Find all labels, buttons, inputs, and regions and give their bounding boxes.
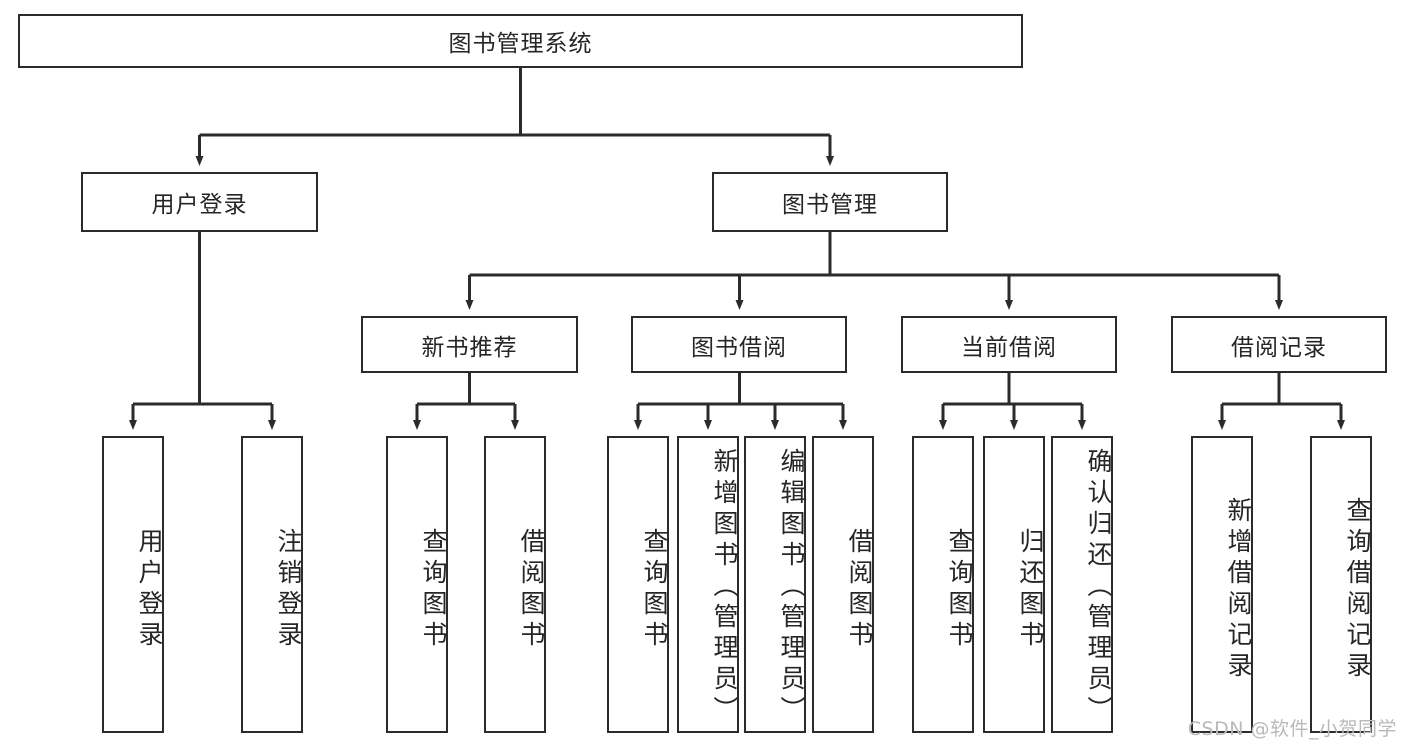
leaf-borrow-book[interactable]: 借阅图书 (812, 436, 874, 733)
node-user-login-label: 用户登录 (151, 192, 248, 218)
leaf-label: 查询借阅记录 (1343, 496, 1372, 683)
node-book-management[interactable]: 图书管理 (712, 172, 948, 232)
leaf-user-logout[interactable]: 注销登录 (241, 436, 303, 733)
leaf-label: 查询图书 (945, 527, 974, 652)
watermark: CSDN @软件_小贺同学 (1187, 718, 1397, 740)
leaf-label: 新增借阅记录 (1224, 496, 1253, 683)
leaf-borrow-book-recommend[interactable]: 借阅图书 (484, 436, 546, 733)
leaf-label: 用户登录 (135, 527, 164, 652)
leaf-label: 查询图书 (640, 527, 669, 652)
node-new-book-recommend-label: 新书推荐 (421, 334, 518, 361)
node-root[interactable]: 图书管理系统 (18, 14, 1023, 68)
node-book-borrow[interactable]: 图书借阅 (631, 316, 847, 373)
leaf-query-book-current[interactable]: 查询图书 (912, 436, 974, 733)
node-new-book-recommend[interactable]: 新书推荐 (361, 316, 578, 373)
leaf-label: 编辑图书（管理员） (777, 448, 806, 727)
leaf-query-borrow-record[interactable]: 查询借阅记录 (1310, 436, 1372, 733)
node-current-borrow[interactable]: 当前借阅 (901, 316, 1117, 373)
leaf-label: 归还图书 (1016, 527, 1045, 652)
node-root-label: 图书管理系统 (448, 31, 593, 57)
leaf-label: 查询图书 (419, 527, 448, 652)
leaf-add-borrow-record[interactable]: 新增借阅记录 (1191, 436, 1253, 733)
leaf-edit-book-admin[interactable]: 编辑图书（管理员） (744, 436, 806, 733)
leaf-user-login[interactable]: 用户登录 (102, 436, 164, 733)
node-borrow-record[interactable]: 借阅记录 (1171, 316, 1387, 373)
leaf-query-book-borrow[interactable]: 查询图书 (607, 436, 669, 733)
node-user-login[interactable]: 用户登录 (81, 172, 318, 232)
leaf-label: 借阅图书 (845, 527, 874, 652)
node-book-management-label: 图书管理 (782, 192, 878, 218)
leaf-add-book-admin[interactable]: 新增图书（管理员） (677, 436, 739, 733)
node-book-borrow-label: 图书借阅 (691, 334, 787, 361)
leaf-return-book[interactable]: 归还图书 (983, 436, 1045, 733)
leaf-label: 借阅图书 (517, 527, 546, 652)
leaf-label: 新增图书（管理员） (710, 448, 739, 727)
leaf-label: 注销登录 (274, 527, 303, 652)
node-current-borrow-label: 当前借阅 (961, 334, 1057, 361)
leaf-query-book-recommend[interactable]: 查询图书 (386, 436, 448, 733)
leaf-label: 确认归还（管理员） (1084, 448, 1113, 727)
leaf-confirm-return-admin[interactable]: 确认归还（管理员） (1051, 436, 1113, 733)
node-borrow-record-label: 借阅记录 (1231, 334, 1327, 361)
